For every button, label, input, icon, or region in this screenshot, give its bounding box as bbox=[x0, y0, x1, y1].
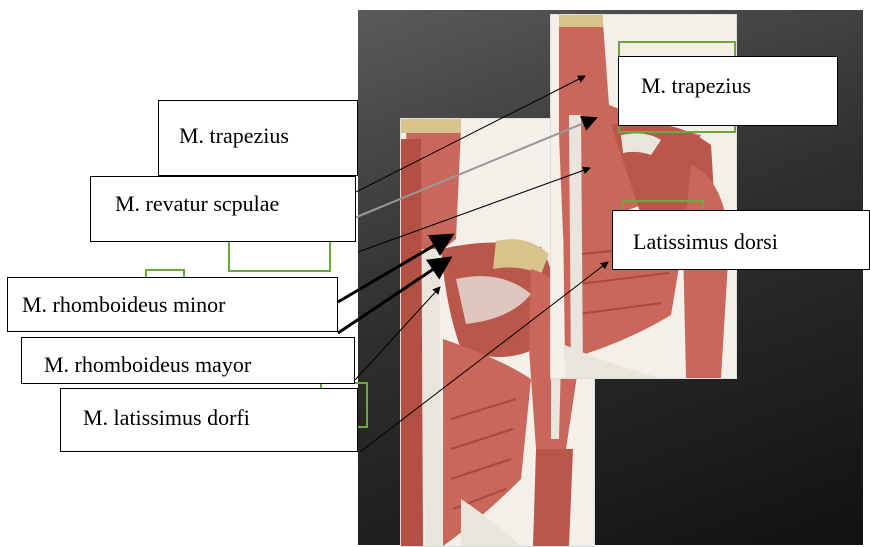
label-rhomboideus-minor: M. rhomboideus minor bbox=[7, 277, 338, 332]
label-rhomboideus-major: M. rhomboideus mayor bbox=[21, 337, 355, 384]
label-latissimus-right: Latissimus dorsi bbox=[612, 210, 870, 270]
leader-trapezius-left bbox=[356, 76, 585, 192]
label-latissimus-left: M. latissimus dorfi bbox=[60, 388, 358, 452]
leader-latissimus-left bbox=[355, 287, 440, 380]
label-trapezius-right: M. trapezius bbox=[618, 56, 838, 126]
leader-levator-scapulae bbox=[330, 118, 596, 228]
leader-levator-scapulae-2 bbox=[358, 168, 590, 252]
leader-latissimus-right bbox=[360, 262, 608, 452]
label-trapezius-left: M. trapezius bbox=[158, 100, 358, 176]
label-levator-scapulae: M. revatur scpulae bbox=[90, 176, 356, 242]
